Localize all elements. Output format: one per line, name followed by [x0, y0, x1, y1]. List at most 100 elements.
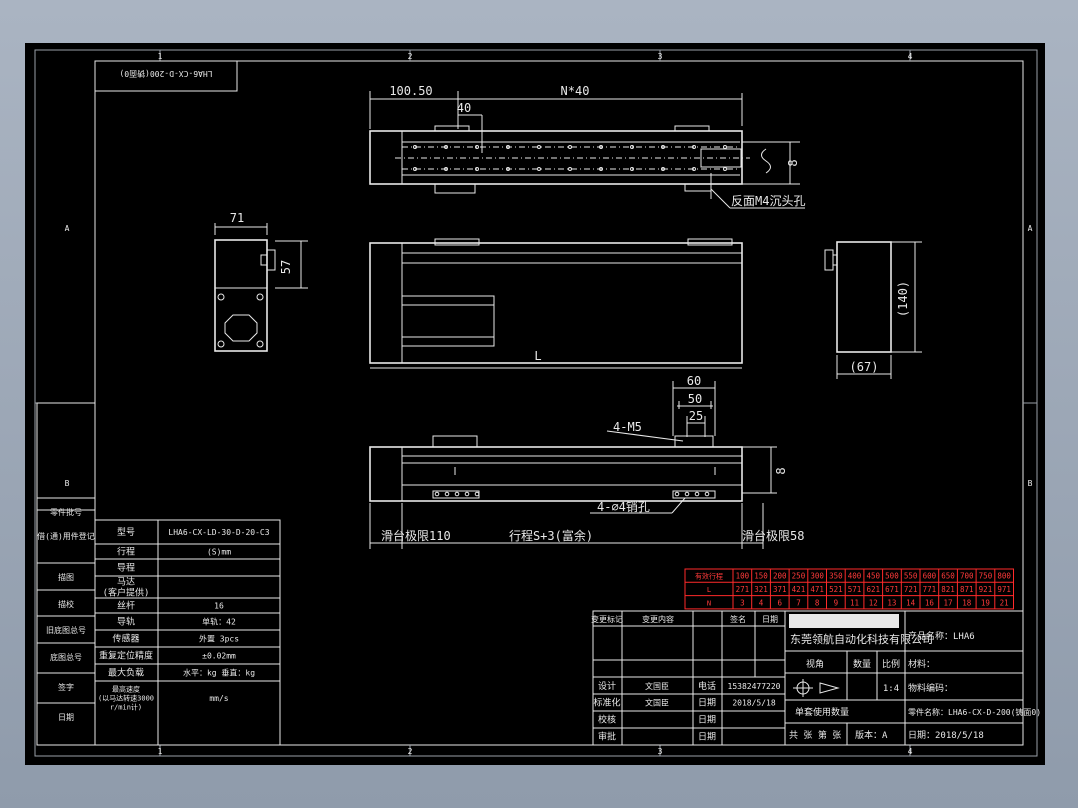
spec-value: LHA6-CX-LD-30-D-20-C3: [168, 528, 269, 537]
code-label: 物料编码：: [908, 682, 953, 694]
revision-table: [592, 610, 786, 746]
stroke-cell: 9: [834, 598, 839, 607]
dim-label: 8: [774, 467, 788, 474]
dim-note: 反面M4沉头孔: [731, 194, 805, 208]
spec-key: 行程: [117, 546, 135, 558]
spec-key: 重复定位精度: [99, 650, 153, 662]
rev-key: 日期: [698, 732, 716, 743]
spec-key: 最大负载: [108, 667, 144, 679]
pin-hole: [434, 491, 440, 497]
stroke-cell: 150: [754, 572, 768, 581]
pin-hole: [444, 491, 450, 497]
pin-hole: [474, 491, 480, 497]
top-view: [369, 125, 750, 199]
rev-key: 审批: [598, 731, 616, 743]
stroke-cell: 321: [754, 585, 768, 594]
border-number: 3: [658, 52, 663, 61]
title-block: [784, 610, 1024, 746]
stroke-cell: 12: [869, 598, 878, 607]
stroke-cell: 4: [759, 598, 764, 607]
spec-key: 导程: [117, 563, 135, 574]
rev-header: 日期: [762, 615, 778, 624]
rev-value: 文国臣: [645, 698, 669, 708]
spec-value: mm/s: [209, 694, 228, 703]
stroke-cell: 650: [941, 572, 955, 581]
rev-key: 标准化: [593, 697, 620, 709]
stroke-cell: 16: [925, 598, 935, 607]
stroke-cell: 721: [904, 585, 918, 594]
stroke-cell: 8: [815, 598, 820, 607]
spec-value: (S)mm: [207, 547, 231, 556]
rev-value: 15382477220: [728, 682, 781, 691]
spec-key: 型号: [117, 527, 135, 538]
unit-label: 单套使用数量: [795, 706, 849, 718]
stamp-text: LHA6-CX-D-200(铸面0): [119, 69, 212, 79]
stroke-cell: 600: [923, 572, 937, 581]
title-cell: 数量: [853, 658, 871, 670]
sheet-count: 共 张 第 张: [789, 729, 841, 741]
stroke-cell: 350: [829, 572, 843, 581]
border-letter: B: [1028, 479, 1033, 488]
title-cell: 比例: [882, 658, 900, 670]
dim-label: N*40: [561, 84, 590, 98]
spec-value: 16: [214, 601, 224, 610]
dim-label: 40: [457, 101, 471, 115]
rev-header: 变更内容: [642, 614, 674, 624]
stroke-cell: 13: [887, 598, 896, 607]
strip-label: 描校: [58, 599, 74, 609]
date: 日期：2018/5/18: [908, 730, 984, 741]
stroke-cell: 671: [885, 585, 899, 594]
pin-hole: [454, 491, 460, 497]
rev-key: 电话: [698, 680, 716, 692]
stroke-cell: 271: [736, 585, 750, 594]
rev-header: 签名: [730, 614, 746, 624]
spec-value: 单轨：42: [202, 616, 236, 626]
stroke-cell: 有效行程: [695, 572, 723, 581]
strip-label: 底图总号: [50, 652, 82, 662]
stroke-cell: 500: [885, 572, 899, 581]
stroke-cell: 7: [796, 598, 801, 607]
stroke-cell: 250: [792, 572, 806, 581]
spec-key: 丝杆: [117, 600, 135, 612]
dim-label: L: [534, 349, 541, 363]
dim-label: 50: [688, 392, 702, 406]
dim-label: 行程S+3(富余): [509, 528, 593, 543]
spec-value: 水平：kg 垂直：kg: [183, 667, 255, 677]
stroke-cell: 550: [904, 572, 918, 581]
title-cell: 视角: [806, 658, 824, 670]
spec-value: ±0.02mm: [202, 651, 236, 660]
stroke-cell: 300: [810, 572, 824, 581]
border-number: 4: [908, 747, 913, 756]
front-view: [369, 238, 743, 369]
stroke-cell: 18: [962, 598, 972, 607]
pin-hole: [684, 491, 690, 497]
strip-label: 日期: [58, 713, 74, 722]
stroke-cell: 571: [848, 585, 862, 594]
stroke-cell: 971: [997, 585, 1011, 594]
stroke-cell: 11: [850, 598, 859, 607]
rev-key: 日期: [698, 715, 716, 726]
bottom-view-dimensions: [369, 381, 777, 549]
pin-hole: [694, 491, 700, 497]
outer-frame: [34, 49, 1038, 757]
hole-mark: [475, 145, 479, 149]
hole-mark: [475, 167, 479, 171]
stroke-cell: 3: [740, 598, 745, 607]
dim-label: (67): [850, 360, 879, 374]
drawing-sheet: 1 2 3 4 1 2 3 4 A B A B LHA6-CX-D-200(铸面…: [25, 43, 1045, 765]
stroke-cell: L: [707, 586, 711, 594]
product-name: 产品名称：LHA6: [908, 630, 975, 642]
pin-hole: [464, 491, 470, 497]
stroke-cell: 17: [944, 598, 953, 607]
stroke-cell: 750: [979, 572, 993, 581]
stamp-box: [94, 60, 238, 92]
stroke-cell: 621: [866, 585, 880, 594]
stroke-cell: 400: [848, 572, 862, 581]
dim-label: 8: [786, 159, 800, 166]
border-number: 1: [158, 747, 163, 756]
spec-key: 传感器: [112, 633, 139, 645]
hole-mark: [630, 167, 634, 171]
strip-label: 零件批号: [50, 507, 82, 517]
border-number: 2: [408, 747, 413, 756]
